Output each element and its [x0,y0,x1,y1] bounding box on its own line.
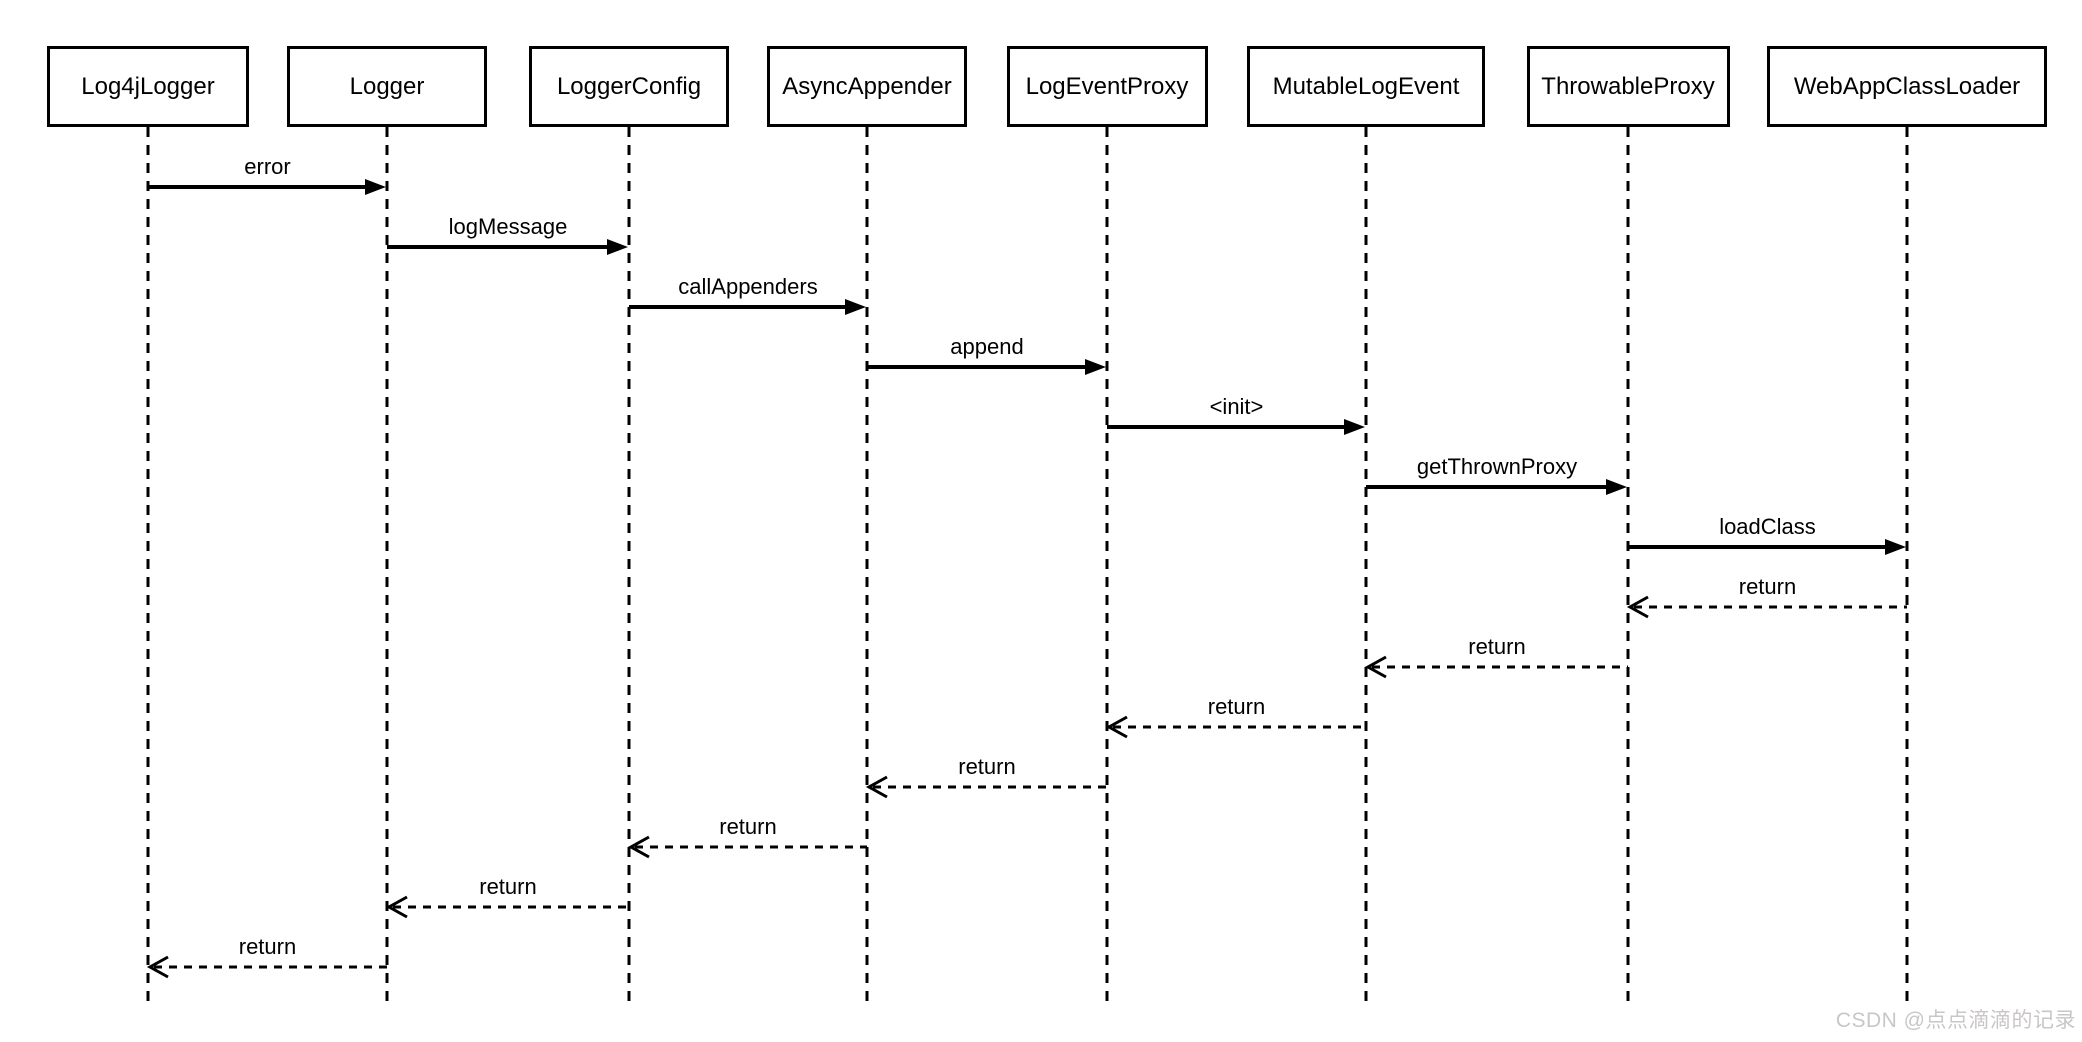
watermark: CSDN @点点滴滴的记录 [1835,1009,2076,1032]
message-label: getThrownProxy [1416,454,1578,479]
message-label: return [1468,634,1526,659]
arrowhead-solid-icon [1885,539,1906,555]
participant-box-mutablelogevent: MutableLogEvent [1247,46,1485,127]
arrowhead-solid-icon [1344,419,1365,435]
participant-label: MutableLogEvent [1272,72,1460,100]
message-label: callAppenders [678,274,818,299]
arrowhead-solid-icon [1085,359,1106,375]
message-label: error [244,154,291,179]
participant-box-webappclassloader: WebAppClassLoader [1767,46,2047,127]
message-label: logMessage [448,214,568,239]
arrowhead-solid-icon [607,239,628,255]
arrowhead-open-icon [385,895,408,919]
participant-box-logeventproxy: LogEventProxy [1006,46,1208,127]
arrowhead-open-icon [1626,595,1649,619]
arrowhead-open-icon [146,955,169,979]
participant-box-loggerconfig: LoggerConfig [529,46,729,127]
arrowhead-solid-icon [1606,479,1627,495]
message-label: return [958,754,1016,779]
message-label: return [479,874,537,899]
arrowhead-open-icon [1105,715,1128,739]
participant-label: Log4jLogger [81,72,215,100]
message-label: return [238,934,297,959]
arrowhead-solid-icon [365,179,386,195]
message-label: return [1738,574,1797,599]
participant-label: LogEventProxy [1025,72,1189,100]
participant-box-log4jlogger: Log4jLogger [47,46,249,127]
participant-box-asyncappender: AsyncAppender [767,46,967,127]
arrowhead-open-icon [627,835,650,859]
participant-label: AsyncAppender [782,72,952,100]
participant-label: Logger [349,72,425,100]
message-label: append [950,334,1024,359]
arrowhead-open-icon [865,775,888,799]
participant-box-throwableproxy: ThrowableProxy [1526,46,1730,127]
participant-label: ThrowableProxy [1541,72,1715,100]
participant-label: WebAppClassLoader [1793,72,2021,100]
message-label: loadClass [1719,514,1816,539]
participant-box-logger: Logger [287,46,487,127]
arrowhead-open-icon [1364,655,1387,679]
message-label: return [1207,694,1266,719]
participant-label: LoggerConfig [556,72,702,100]
message-label: <init> [1209,394,1264,419]
message-label: return [719,814,777,839]
arrowhead-solid-icon [845,299,866,315]
